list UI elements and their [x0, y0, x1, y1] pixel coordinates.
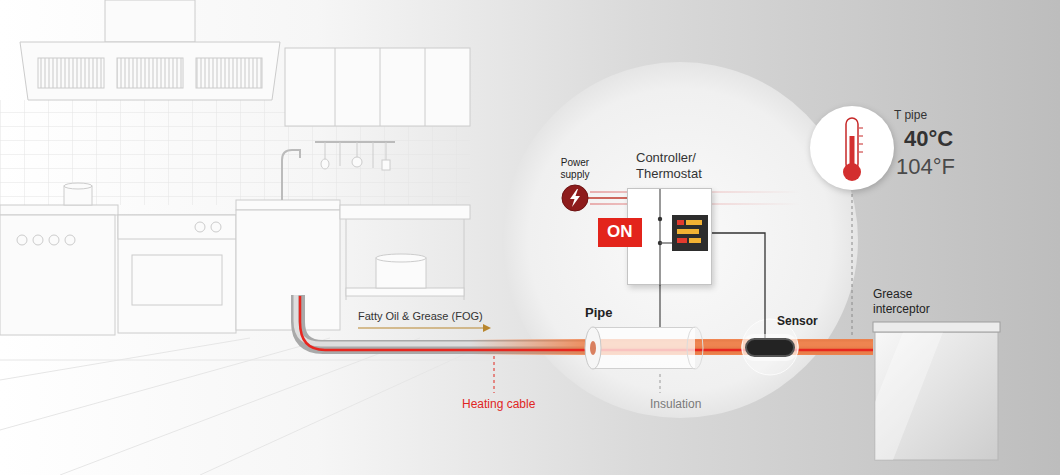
shelf-legs — [346, 219, 464, 300]
display-segment — [686, 220, 702, 225]
knob — [49, 235, 59, 245]
range-hood — [20, 42, 280, 100]
utensil — [352, 157, 362, 167]
sensor: Sensor — [745, 338, 795, 357]
display — [672, 215, 708, 251]
oven — [118, 215, 236, 333]
wire-connector — [588, 197, 627, 199]
sink-top — [236, 200, 340, 210]
insulation-end — [585, 327, 601, 369]
insulation-end — [687, 327, 703, 369]
stove — [0, 215, 115, 335]
display-segment — [677, 238, 687, 243]
shape-graphic — [810, 106, 894, 190]
wall-cabinet — [285, 48, 470, 126]
utensil-rail — [315, 141, 395, 143]
node-label: Grease interceptor — [873, 287, 953, 316]
wire-connector — [712, 233, 765, 338]
tank-lid — [873, 322, 1000, 332]
kitchen-sketch — [0, 0, 520, 475]
node-label: Pipe — [585, 305, 612, 321]
display-segment — [677, 220, 684, 225]
lightning-symbol — [570, 189, 580, 207]
shape-graphic — [583, 327, 705, 369]
hood-grille — [117, 58, 183, 88]
decor — [358, 192, 852, 393]
thermometer-ground — [810, 106, 894, 190]
tank-reflection — [875, 332, 943, 460]
shape-graphic — [562, 185, 588, 211]
display-segment — [689, 238, 701, 243]
temperature-leader — [852, 194, 853, 338]
flow-arrowhead — [483, 324, 491, 332]
hood-grille — [196, 58, 262, 88]
callout-label: Insulation — [650, 397, 701, 411]
floor-lines — [0, 338, 520, 475]
power-supply-icon: Power supply — [562, 185, 588, 211]
node-label: Sensor — [777, 314, 818, 328]
shelf — [346, 288, 464, 296]
knob — [33, 235, 43, 245]
tank-body — [875, 332, 998, 460]
wire-connector — [659, 285, 660, 327]
cabinet-line — [425, 48, 426, 126]
zoom-circle — [502, 62, 858, 418]
status-badge: ON — [598, 218, 642, 247]
internal-wire — [660, 242, 672, 243]
knob — [211, 222, 221, 232]
shape-graphic — [873, 322, 1000, 460]
node-label: Power supply — [553, 157, 597, 180]
cabinet-line — [335, 48, 336, 126]
thermometer-bulb — [843, 163, 861, 181]
internal-wire — [659, 189, 660, 286]
pot-rim — [376, 254, 426, 262]
callout-label: Heating cable — [462, 397, 535, 411]
insulation-leader — [660, 374, 661, 393]
shelf-top — [340, 205, 470, 219]
power-circle — [562, 185, 588, 211]
sink-cabinet — [236, 210, 340, 330]
insulation-body — [593, 327, 695, 369]
grease-interceptor: Grease interceptor — [873, 322, 1000, 460]
cabinet-line — [380, 48, 381, 126]
node-value: 40°C — [904, 126, 953, 152]
oven-panel — [118, 215, 236, 239]
thermometer-circle: T pipe40°C104°F — [810, 106, 894, 190]
faucet — [282, 150, 300, 200]
node-value: 104°F — [896, 154, 955, 180]
hood-chimney — [105, 0, 195, 42]
insulation-edge — [593, 328, 695, 369]
knob — [65, 235, 75, 245]
stove-top — [0, 205, 118, 215]
utensil — [382, 160, 390, 170]
terminal — [658, 217, 662, 221]
knob — [195, 222, 205, 232]
callout-label: Fatty Oil & Grease (FOG) — [358, 310, 483, 323]
insulated-pipe: Pipe — [583, 327, 705, 369]
node-label: Controller/ Thermostat — [636, 150, 716, 183]
node-label: ON — [598, 218, 642, 246]
heating-cable-leader — [494, 356, 495, 393]
flow-arrow-line — [358, 327, 483, 328]
utensils — [325, 142, 386, 168]
oven-window — [132, 255, 222, 305]
utensil — [321, 159, 329, 169]
thermometer-ticks — [859, 128, 863, 152]
display-segment — [677, 229, 699, 234]
pot-rim — [64, 183, 92, 189]
knob — [17, 235, 27, 245]
pipe-opening — [590, 341, 596, 355]
hood-grille — [38, 58, 104, 88]
node-label: T pipe — [894, 108, 927, 122]
